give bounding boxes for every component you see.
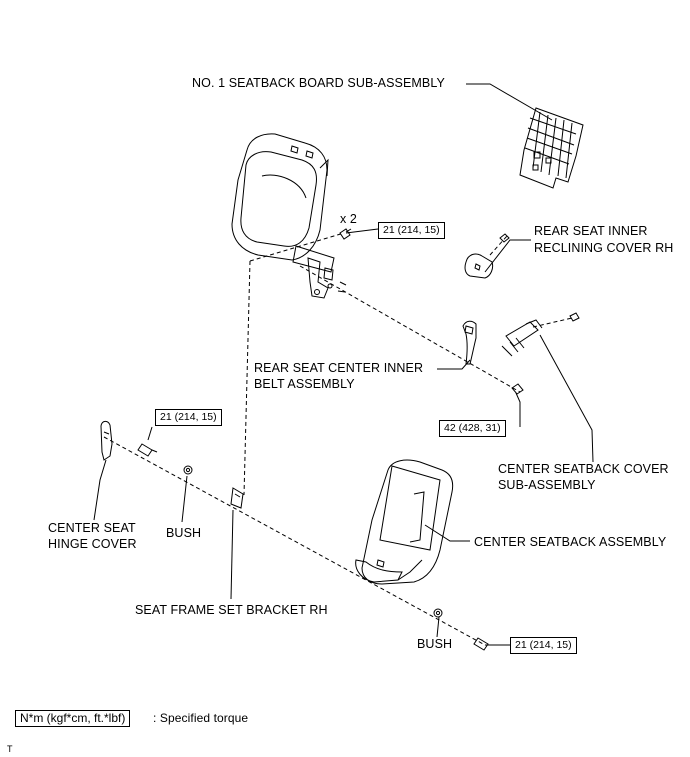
frame-bracket-part [230, 487, 244, 509]
reclining-cover-part [464, 233, 510, 279]
label-belt-line2: BELT ASSEMBLY [254, 377, 355, 391]
hinge-cover-part [100, 420, 113, 461]
assembly-line-vertical [243, 260, 251, 496]
label-center-seatback: CENTER SEATBACK ASSEMBLY [474, 535, 667, 549]
bush-left-part [183, 465, 193, 475]
leader-bush-bottom [436, 616, 440, 638]
leader-seatback-cover [539, 334, 594, 463]
assembly-line-cover [532, 317, 573, 328]
seatback-frame-part [231, 133, 347, 299]
torque-box-left: 21 (214, 15) [155, 409, 222, 426]
bolt-left-part [137, 443, 158, 457]
torque-box-top: 21 (214, 15) [378, 222, 445, 239]
label-bush-bottom: BUSH [417, 637, 453, 651]
leader-top-torque [345, 228, 379, 234]
label-multiplier: x 2 [340, 212, 357, 226]
center-seatback-part [355, 459, 454, 585]
torque-box-bottom: 21 (214, 15) [510, 637, 577, 654]
leader-reclining-cover [484, 239, 531, 273]
label-frame-bracket: SEAT FRAME SET BRACKET RH [135, 603, 328, 617]
leader-center-seatback [424, 524, 470, 542]
label-hinge-cover-line1: CENTER SEAT [48, 521, 136, 535]
seatback-board-part [519, 107, 584, 189]
corner-mark: T [7, 744, 13, 754]
leader-left-torque [147, 426, 153, 441]
leader-hinge-cover [93, 459, 107, 521]
label-bush-left: BUSH [166, 526, 202, 540]
label-hinge-cover-line2: HINGE COVER [48, 537, 137, 551]
leader-frame-bracket [230, 509, 234, 600]
leader-belt-torque [515, 392, 521, 427]
label-seatback-board: NO. 1 SEATBACK BOARD SUB-ASSEMBLY [192, 76, 445, 90]
legend-unit-box: N*m (kgf*cm, ft.*lbf) [15, 710, 131, 727]
label-reclining-cover-line1: REAR SEAT INNER [534, 224, 648, 238]
leader-belt [437, 359, 471, 370]
label-seatback-cover-line1: CENTER SEATBACK COVER [498, 462, 669, 476]
leader-seatback-board [466, 83, 553, 121]
assembly-line-lower [103, 436, 486, 646]
seatback-cover-part [501, 312, 580, 357]
torque-box-belt: 42 (428, 31) [439, 420, 506, 437]
assembly-line-reclining [489, 235, 508, 256]
label-reclining-cover-line2: RECLINING COVER RH [534, 241, 674, 255]
legend-text: : Specified torque [153, 711, 249, 725]
bolt-bottom-part [473, 637, 489, 651]
belt-part [462, 320, 524, 395]
bolt-top-part [339, 228, 352, 240]
leader-bush-left [181, 475, 188, 523]
label-seatback-cover-line2: SUB-ASSEMBLY [498, 478, 596, 492]
bush-bottom-part [433, 608, 443, 618]
assembly-line-main [299, 265, 521, 393]
label-belt-line1: REAR SEAT CENTER INNER [254, 361, 424, 375]
